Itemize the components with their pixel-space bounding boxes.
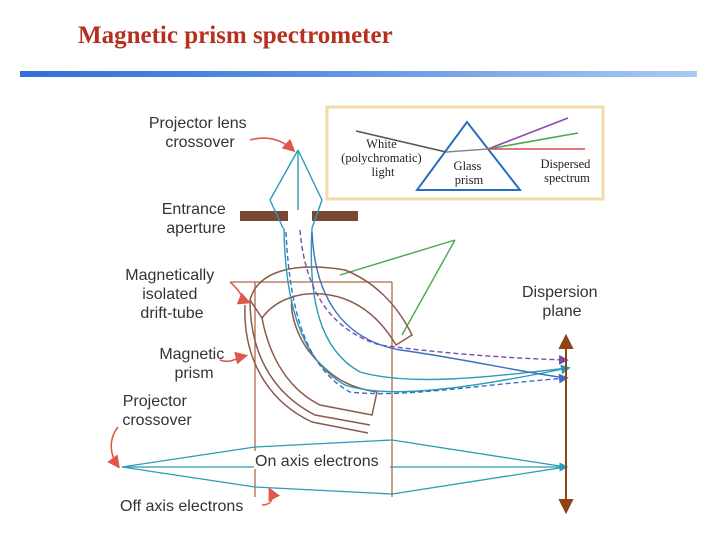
label-pointers <box>107 137 296 506</box>
aperture-plate-left <box>240 211 288 221</box>
green-ray <box>487 132 579 150</box>
glass-prism-shape <box>415 120 523 191</box>
label-projector-crossover: Projector crossover <box>122 393 192 429</box>
aperture-plate-right <box>312 211 358 221</box>
label-off-axis-electrons: Off axis electrons <box>120 498 243 515</box>
prism-inset: White (polychromatic) light Glass prism … <box>325 105 605 201</box>
violet-ray <box>487 117 569 150</box>
dispersed-beam-blue <box>285 231 569 395</box>
title-underline <box>20 71 697 77</box>
on-axis-label-bg <box>254 451 390 469</box>
magnetic-prism-sector <box>244 266 413 434</box>
label-dispersion-plane: Dispersion plane <box>522 284 602 320</box>
inset-white-label: White (polychromatic) light <box>341 137 425 179</box>
dispersion-plane-axis <box>558 333 574 515</box>
label-drift-tube: Magnetically isolated drift-tube <box>125 267 218 322</box>
dispersed-beam-purple <box>299 229 569 365</box>
inset-dispersed-label: Dispersed spectrum <box>540 157 593 185</box>
page-title: Magnetic prism spectrometer <box>78 22 393 49</box>
incident-beam <box>269 149 571 393</box>
white-light-ray <box>355 130 447 153</box>
label-entrance-aperture: Entrance aperture <box>162 201 231 237</box>
inset-glass-prism-label: Glass prism <box>454 159 485 187</box>
label-magnetic-prism: Magnetic prism <box>159 346 228 382</box>
label-projector-lens-crossover: Projector lens crossover <box>149 115 251 151</box>
magnetic-field-wedge <box>339 239 456 336</box>
label-on-axis-electrons: On axis electrons <box>255 453 379 470</box>
